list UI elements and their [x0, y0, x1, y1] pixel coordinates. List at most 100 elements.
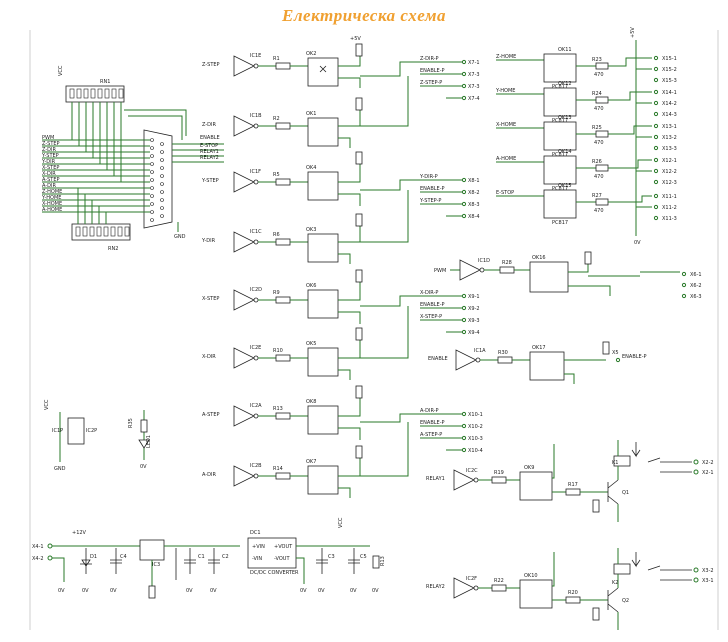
- gnd-label: 0V: [350, 588, 357, 594]
- rc: X13-3: [662, 146, 677, 152]
- sig-y-dir: Y-DIR: [41, 159, 56, 165]
- channel-res: R5: [273, 172, 280, 178]
- rc: X15-1: [662, 56, 677, 62]
- dc1-label: DC1: [250, 530, 261, 536]
- home-ok: OK15: [558, 183, 572, 189]
- relay-r2: R17: [568, 482, 578, 488]
- home-part: PC817: [552, 152, 568, 158]
- db25-gnd-label: GND: [174, 234, 186, 240]
- channel-input: Z-DIR: [202, 122, 216, 128]
- channel-ic: IC2A: [250, 403, 262, 409]
- home-x: X-HOME OK13 PC817 R25 470: [496, 115, 652, 158]
- home-input: E-STOP: [496, 190, 514, 196]
- rn2-network: RN2: [71, 223, 131, 252]
- channel-ic: IC1C: [250, 229, 262, 235]
- channel-ic: IC1B: [250, 113, 262, 119]
- out-pin: A-STEP-P: [420, 432, 442, 438]
- out-conn: X7-1: [468, 60, 480, 66]
- pwr-r13: R13: [380, 556, 386, 566]
- pwr-conn: X4-2: [32, 556, 44, 562]
- out-pin: Z-STEP-P: [420, 80, 442, 86]
- relay-in: RELAY1: [426, 476, 445, 482]
- home-y: Y-HOME OK12 PC817 R24 470: [495, 81, 652, 124]
- pwr-c2: C2: [222, 554, 229, 560]
- relay-q: Q2: [622, 598, 629, 604]
- home-val: 470: [594, 72, 604, 78]
- rc: X15-2: [662, 67, 677, 73]
- relay-in: RELAY2: [426, 584, 445, 590]
- channel-ok: OK5: [306, 341, 316, 347]
- channel-ok: OK3: [306, 227, 316, 233]
- vcc2: VCC: [44, 399, 50, 410]
- out-conn: X10-3: [468, 436, 483, 442]
- sig-a-home: A-HOME: [42, 207, 62, 213]
- sig-relay1: RELAY1: [200, 149, 219, 155]
- home-val: 470: [594, 208, 604, 214]
- output-x8: Y-DIR-P ENABLE-P Y-STEP-P X8-1 X8-2 X8-3…: [419, 174, 480, 220]
- pwr-c5: C5: [360, 554, 367, 560]
- out-pin: ENABLE-P: [420, 68, 445, 74]
- home-inputs: Z-HOME OK11 PC817 R23 470 Y-HOME OK12 PC…: [495, 27, 652, 246]
- gnd-label: 0V: [300, 588, 307, 594]
- enable-ok: OK17: [532, 345, 546, 351]
- pwr-c3: C3: [328, 554, 335, 560]
- enable-ic: IC1A: [474, 348, 486, 354]
- relay-r: R22: [494, 578, 504, 584]
- sig-enable: ENABLE: [200, 135, 220, 141]
- channel-ic: IC1E: [250, 53, 261, 59]
- pwr-c1: C1: [198, 554, 205, 560]
- home-res: R25: [592, 125, 602, 131]
- home-res: R26: [592, 159, 602, 165]
- home-part: PC817: [552, 220, 568, 226]
- ground-labels: 0V 0V 0V 0V 0V 0V 0V 0V 0V: [58, 588, 379, 594]
- channel-input: A-DIR: [202, 472, 216, 478]
- rc: X14-1: [662, 90, 677, 96]
- channel-res: R9: [273, 290, 280, 296]
- channel-y-step: Y-STEP IC1F R5 OK4: [201, 151, 420, 206]
- rc: X11-3: [662, 216, 677, 222]
- pwr-12v: +12V: [72, 530, 87, 536]
- power-supply: X4-1 X4-2 +12V D1 C4 IC3 C1 C2 DC1 +VIN …: [32, 517, 386, 599]
- home-val: 470: [594, 140, 604, 146]
- dc-vin-minus: -VIN: [252, 556, 262, 562]
- gnd-label: 0V: [186, 588, 193, 594]
- channel-y-dir: Y-DIR IC1C R6 OK3: [201, 190, 409, 264]
- out-conn: X7-3: [468, 84, 480, 90]
- pwm-ic: IC1D: [478, 258, 490, 264]
- out-pin: Y-STEP-P: [419, 198, 441, 204]
- channel-input: A-STEP: [202, 412, 220, 418]
- rn1-label: RN1: [100, 79, 110, 85]
- gnd-label: 0V: [372, 588, 379, 594]
- gnd-label: 0V: [210, 588, 217, 594]
- out-conn: X9-4: [468, 330, 480, 336]
- home-0v: 0V: [634, 240, 641, 246]
- pwm-conn: X6-2: [690, 283, 702, 289]
- pwm-conn: X6-1: [690, 272, 702, 278]
- channel-ic: IC2D: [250, 287, 262, 293]
- db25-connector: GND: [143, 129, 186, 240]
- pwm-conn: X6-3: [690, 294, 702, 300]
- led-label: LED1: [146, 435, 152, 448]
- channel-ok: OK8: [306, 399, 316, 405]
- sig-e-stop: E-STOP: [200, 143, 218, 149]
- pwm-ok: OK16: [532, 255, 546, 261]
- right-connector-column: X15-1 X15-2 X15-3 X14-1 X14-2 X14-3 X13-…: [636, 55, 677, 222]
- connector-signal-labels: PWM Z-STEP Z-DIR Y-STEP Y-DIR X-STEP X-D…: [41, 135, 220, 213]
- enable-x: X5: [612, 350, 619, 356]
- out-conn: X10-4: [468, 448, 483, 454]
- led-0v: 0V: [140, 464, 147, 470]
- relay-ok: OK10: [524, 573, 538, 579]
- rc: X11-1: [662, 194, 677, 200]
- rc: X12-3: [662, 180, 677, 186]
- out-conn: X7-4: [468, 96, 480, 102]
- home-ok: OK14: [558, 149, 572, 155]
- home-input: Z-HOME: [496, 54, 516, 60]
- rc: X15-3: [662, 78, 677, 84]
- sig-relay2: RELAY2: [200, 155, 219, 161]
- home-res: R27: [592, 193, 602, 199]
- dcdc-label: DC/DC CONVERTER: [250, 570, 299, 576]
- channel-ic: IC1F: [250, 169, 261, 175]
- channel-ok: OK7: [306, 459, 316, 465]
- out-pin: Y-DIR-P: [419, 174, 438, 180]
